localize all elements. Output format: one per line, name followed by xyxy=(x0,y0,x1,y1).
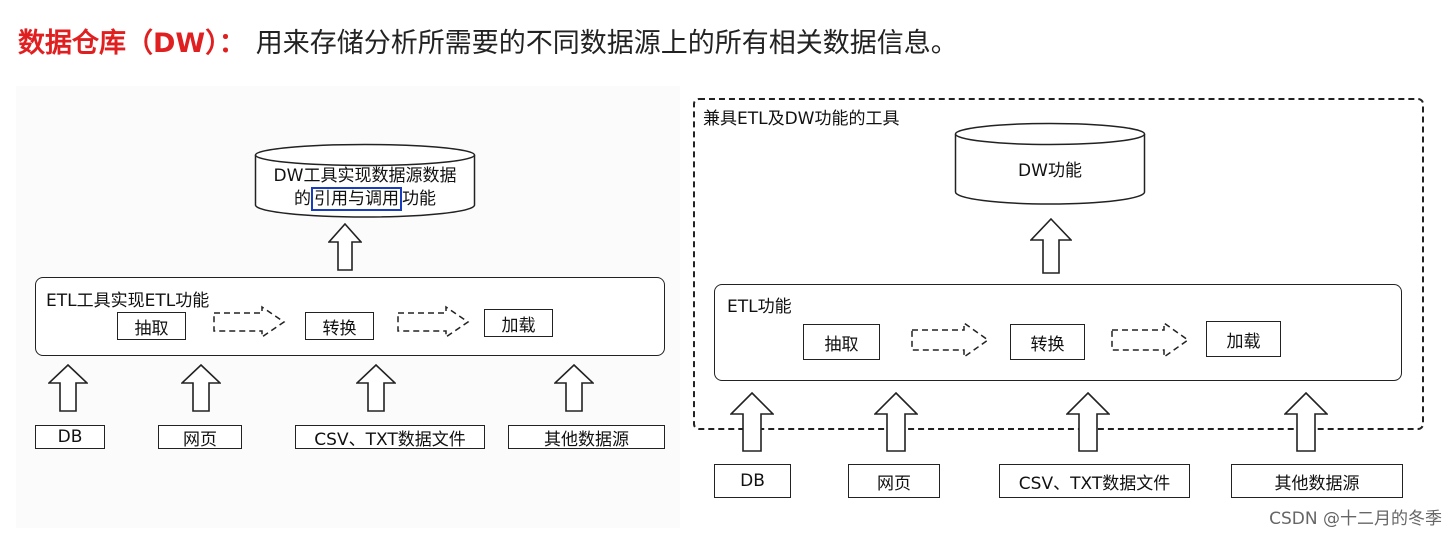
right-arrow-web-icon xyxy=(874,392,918,452)
title-row: 数据仓库（DW）： 用来存储分析所需要的不同数据源上的所有相关数据信息。 xyxy=(18,18,958,62)
watermark: CSDN @十二月的冬季 xyxy=(1269,509,1442,529)
left-source-csv: CSV、TXT数据文件 xyxy=(295,425,485,450)
left-source-other: 其他数据源 xyxy=(508,425,665,450)
left-dashed-arrow-2-icon xyxy=(397,305,470,339)
right-dashed-frame xyxy=(693,98,1424,430)
right-arrow-db-icon xyxy=(730,392,774,452)
left-arrow-db-icon xyxy=(48,364,88,412)
right-arrow-other-icon xyxy=(1284,392,1328,452)
right-step-extract: 抽取 xyxy=(803,324,880,360)
right-source-other: 其他数据源 xyxy=(1231,464,1403,498)
left-step-transform: 转换 xyxy=(305,312,374,340)
left-dashed-arrow-1-icon xyxy=(213,305,286,339)
title-term: 数据仓库（DW）： xyxy=(18,27,246,59)
highlight-box: 引用与调用 xyxy=(311,187,402,211)
left-dw-cylinder: DW工具实现数据源数据 的引用与调用功能 xyxy=(254,143,476,221)
left-cylinder-line2-post: 功能 xyxy=(402,189,436,209)
right-arrow-to-dw-icon xyxy=(1030,218,1072,274)
right-frame-title: 兼具ETL及DW功能的工具 xyxy=(703,109,900,129)
left-step-load: 加载 xyxy=(484,309,553,337)
right-arrow-csv-icon xyxy=(1066,392,1110,452)
left-source-web: 网页 xyxy=(158,425,242,450)
right-dashed-arrow-1-icon xyxy=(911,321,990,359)
right-step-transform: 转换 xyxy=(1010,324,1085,360)
title-definition: 用来存储分析所需要的不同数据源上的所有相关数据信息。 xyxy=(255,27,958,59)
left-cylinder-line1: DW工具实现数据源数据 xyxy=(273,166,457,186)
right-step-load: 加载 xyxy=(1206,321,1281,357)
left-step-extract: 抽取 xyxy=(117,312,186,340)
left-arrow-to-dw-icon xyxy=(328,223,362,271)
right-dw-cylinder: DW功能 xyxy=(954,122,1146,206)
left-arrow-web-icon xyxy=(181,364,221,412)
left-cylinder-line2: 的引用与调用功能 xyxy=(254,187,476,211)
right-cylinder-label: DW功能 xyxy=(1018,161,1082,181)
left-etl-title: ETL工具实现ETL功能 xyxy=(46,291,210,311)
left-source-db: DB xyxy=(35,425,105,449)
left-cylinder-line2-pre: 的 xyxy=(294,189,311,209)
right-source-db: DB xyxy=(714,464,791,498)
right-dashed-arrow-2-icon xyxy=(1111,321,1190,359)
right-source-csv: CSV、TXT数据文件 xyxy=(999,464,1190,498)
left-arrow-csv-icon xyxy=(356,364,396,412)
left-arrow-other-icon xyxy=(554,364,594,412)
right-etl-title: ETL功能 xyxy=(727,297,792,317)
right-source-web: 网页 xyxy=(848,464,940,498)
